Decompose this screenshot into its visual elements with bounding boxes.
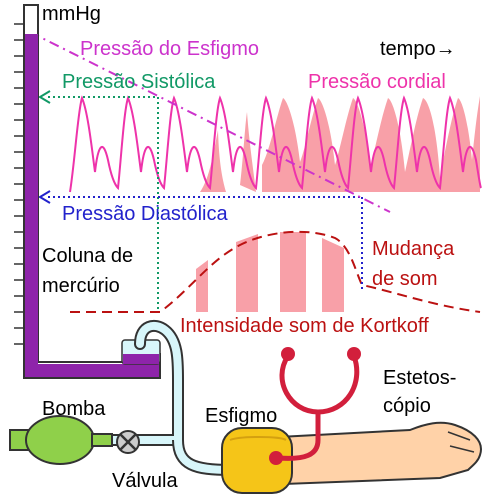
mercury-column-label-line2: mercúrio <box>42 275 120 297</box>
systolic-reference <box>38 90 159 312</box>
stethoscope-earpiece-right <box>347 347 361 361</box>
mercury-column-label-line1: Coluna de <box>42 245 133 267</box>
arterial-pressure-plot <box>69 95 482 193</box>
sound-change-label-line1: Mudança <box>372 238 455 260</box>
systolic-arrow-icon <box>38 90 51 104</box>
sound-change-label-line2: de som <box>372 268 438 290</box>
manometer-ticks <box>14 23 24 345</box>
diastolic-label: Pressão Diastólica <box>62 203 229 225</box>
arterial-pulse-waveform <box>69 95 482 193</box>
arm <box>256 421 482 487</box>
arterial-pulse-fill <box>200 112 256 192</box>
stethoscope <box>269 347 361 465</box>
stethoscope-earpiece-left <box>281 347 295 361</box>
bulb-label: Bomba <box>42 398 106 420</box>
korotkoff-intensity-curve <box>70 230 481 313</box>
air-tubing <box>34 319 231 476</box>
time-label: tempo→ <box>380 38 456 60</box>
tube-inner <box>36 321 182 444</box>
korotkoff-sound-bars <box>196 232 344 312</box>
pump-bulb <box>9 415 113 465</box>
cuff-pressure-line <box>29 31 391 213</box>
mercury-reservoir-fill <box>123 354 159 364</box>
systolic-label: Pressão Sistólica <box>62 71 216 93</box>
diastolic-reference <box>38 190 363 290</box>
cuff-label: Esfigmo <box>205 405 277 427</box>
unit-label: mmHg <box>42 3 101 25</box>
stethoscope-label-line1: Estetos- <box>383 367 456 389</box>
stethoscope-tube <box>279 354 360 415</box>
arterial-pressure-label: Pressão cordial <box>308 71 446 93</box>
finger-lines <box>447 431 475 453</box>
stethoscope-stem <box>277 412 321 461</box>
mercury-tube <box>23 4 161 379</box>
mercury-column <box>14 4 161 379</box>
tube-to-cuff-inner <box>174 439 231 474</box>
diastolic-arrow-icon <box>38 190 51 204</box>
cuff-pressure-label: Pressão do Esfigmo <box>80 38 259 60</box>
valve-icon <box>116 430 140 454</box>
valve-label: Válvula <box>112 470 178 492</box>
stethoscope-label-line2: cópio <box>383 395 431 417</box>
stethoscope-chestpiece <box>269 451 283 465</box>
korotkoff-label: Intensidade som de Kortkoff <box>180 315 429 337</box>
korotkoff-sound-plot <box>70 230 481 313</box>
arm-shape <box>256 421 482 487</box>
